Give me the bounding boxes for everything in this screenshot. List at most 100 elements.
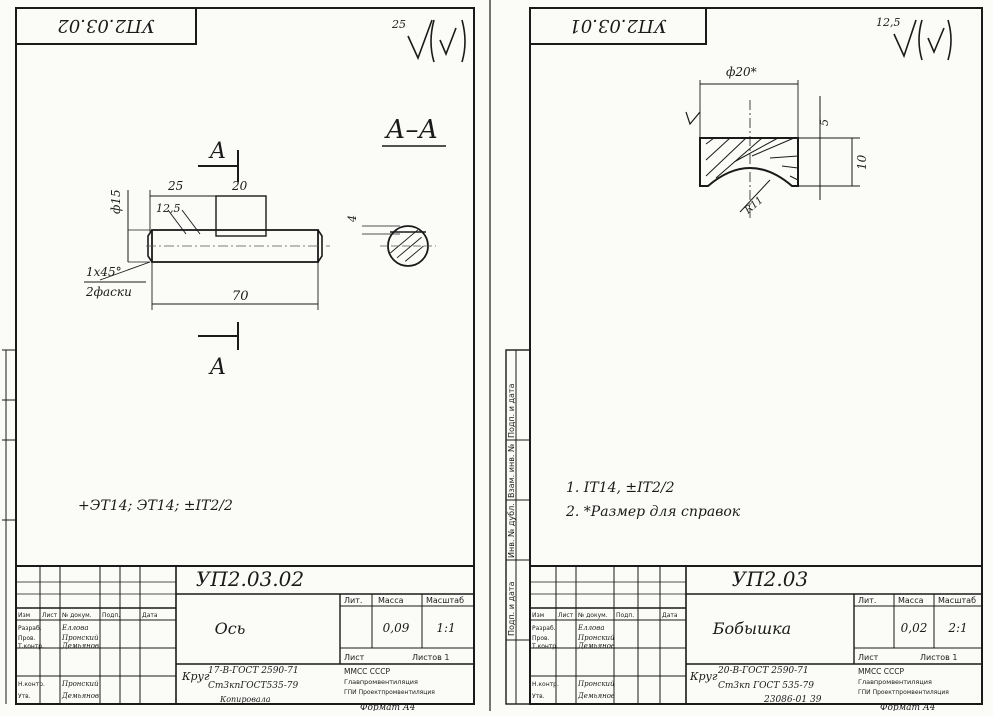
sheet-left-frame xyxy=(15,7,475,705)
scale-right: 2:1 xyxy=(947,621,967,635)
dim-key: 4 xyxy=(346,215,359,223)
dim-roughness-inner: 12,5 xyxy=(156,202,181,215)
sheets-count-right: Листов 1 xyxy=(920,653,958,662)
name1-left: Пронский xyxy=(61,634,99,642)
sheet-label-right: Лист xyxy=(858,653,879,662)
material-prefix-right: Круг xyxy=(689,670,718,683)
material-line1-left: 17-В-ГОСТ 2590-71 xyxy=(208,666,299,676)
name3-right: Пронский xyxy=(577,680,615,688)
name0-left: Еллова xyxy=(61,624,89,632)
cut-marker-top: А xyxy=(198,139,239,182)
name1-right: Пронский xyxy=(577,634,615,642)
note-right-1: 1. IT14, ±IT2/2 xyxy=(566,480,675,496)
cut-label-top: А xyxy=(208,139,227,164)
sheet-label-left: Лист xyxy=(344,653,365,662)
title-name-right: Бобышка xyxy=(712,619,791,638)
code-box-left xyxy=(15,7,197,45)
material-line1-right: 20-В-ГОСТ 2590-71 xyxy=(717,666,809,676)
name3-left: Пронский xyxy=(61,680,99,688)
mass-left: 0,09 xyxy=(383,621,410,635)
material-prefix-left: Круг xyxy=(181,670,210,683)
role3-left: Н.контр. xyxy=(18,681,45,688)
dim-70: 70 xyxy=(232,289,249,304)
note-right-2: 2. *Размер для справок xyxy=(565,504,741,520)
org2-right: Главпромвентиляция xyxy=(858,678,932,686)
roughness-symbol-right: 12,5 xyxy=(876,16,952,61)
title-name-left: Ось xyxy=(215,619,246,638)
copied-left: Копировала xyxy=(219,695,271,704)
role1-right: Пров. xyxy=(532,635,550,642)
sheet-left: УП2.03.02 25 А–А А xyxy=(15,7,475,713)
cut-marker-bottom: А xyxy=(198,322,239,380)
role4-right: Утв. xyxy=(532,693,545,700)
roughness-symbol-left: 25 xyxy=(391,18,466,63)
shaft-drawing xyxy=(84,190,330,310)
rev-h-doc-right: № докум. xyxy=(578,612,608,619)
name0-right: Еллова xyxy=(577,624,605,632)
side-label-2: Инв. № дубл. xyxy=(507,503,516,558)
code-box-right xyxy=(529,7,707,45)
cut-label-bottom: А xyxy=(208,355,227,380)
title-code-right: УП2.03 xyxy=(732,567,808,591)
rev-h-list-right: Лист xyxy=(558,612,574,619)
material-line2-right: Ст3кп ГОСТ 535-79 xyxy=(718,681,814,691)
hdr-mass-right: Масса xyxy=(898,596,924,605)
name4-left: Демьянов xyxy=(61,692,99,700)
org1-left: ММСС СССР xyxy=(344,667,391,676)
role4-left: Утв. xyxy=(18,693,31,700)
dim-5: 5 xyxy=(818,119,831,126)
org3-left: ГПИ Проектпромвентиляция xyxy=(344,689,435,696)
mirrored-code-left: УП2.03.02 xyxy=(57,15,154,36)
rev-h-doc-left: № докум. xyxy=(62,612,92,619)
rev-h-sign-right: Подп. xyxy=(616,612,634,619)
side-margin-right xyxy=(505,349,531,705)
dim-diameter: ф15 xyxy=(109,189,123,214)
rev-h-date-right: Дата xyxy=(662,612,678,619)
note-left: +ЭТ14; ЭТ14; ±IT2/2 xyxy=(78,498,233,514)
role0-right: Разраб. xyxy=(532,625,556,632)
hdr-mass-left: Масса xyxy=(378,596,404,605)
dim-chamfer: 1х45° xyxy=(86,265,122,279)
section-view xyxy=(362,225,436,267)
roughness-value-right: 12,5 xyxy=(876,16,901,29)
org1-right: ММСС СССР xyxy=(858,667,905,676)
side-label-1: Взам. инв. № xyxy=(507,443,516,498)
org3-right: ГПИ Проектпромвентиляция xyxy=(858,689,949,696)
dim-20: 20 xyxy=(231,179,248,193)
rev-h-izm-left: Изм xyxy=(18,612,30,619)
roughness-value-left: 25 xyxy=(391,18,406,31)
rev-h-sign-left: Подп. xyxy=(102,612,120,619)
dim-10: 10 xyxy=(855,154,869,170)
section-label: А–А xyxy=(384,115,438,145)
role2-left: Т.контр. xyxy=(17,643,44,650)
doc-number-right: 23086-01 39 xyxy=(763,695,822,705)
hdr-scale-left: Масштаб xyxy=(426,596,464,605)
title-code-left: УП2.03.02 xyxy=(196,567,304,591)
mass-right: 0,02 xyxy=(901,621,928,635)
hdr-scale-right: Масштаб xyxy=(938,596,976,605)
mirrored-code-right: УП2.03.01 xyxy=(569,15,666,36)
dim-chamfer-note: 2фаски xyxy=(85,285,132,299)
dim-diameter-right: ф20* xyxy=(726,65,757,79)
sheet-right: УП2.03.01 12,5 ф20* 5 10 R11 1. IT xyxy=(529,7,983,713)
title-block-left xyxy=(15,565,475,705)
name4-right: Демьянов xyxy=(577,692,615,700)
side-label-0: Подп. и дата xyxy=(507,383,516,438)
role0-left: Разраб. xyxy=(18,625,42,632)
dim-25: 25 xyxy=(167,179,183,193)
format-right: Формат А4 xyxy=(880,703,936,711)
material-line2-left: Ст3кпГОСТ535-79 xyxy=(208,681,298,691)
name2-left: Демьянов xyxy=(61,642,99,650)
sheets-count-left: Листов 1 xyxy=(412,653,450,662)
role1-left: Пров. xyxy=(18,635,36,642)
left-margin-cells xyxy=(2,349,16,704)
side-label-3: Подп. и дата xyxy=(507,581,516,636)
name2-right: Демьянов xyxy=(577,642,615,650)
role3-right: Н.контр. xyxy=(532,681,559,688)
hdr-lit-right: Лит. xyxy=(858,596,876,605)
role2-right: Т.контр. xyxy=(531,643,558,650)
scale-left: 1:1 xyxy=(436,621,455,635)
dim-radius: R11 xyxy=(742,195,765,217)
